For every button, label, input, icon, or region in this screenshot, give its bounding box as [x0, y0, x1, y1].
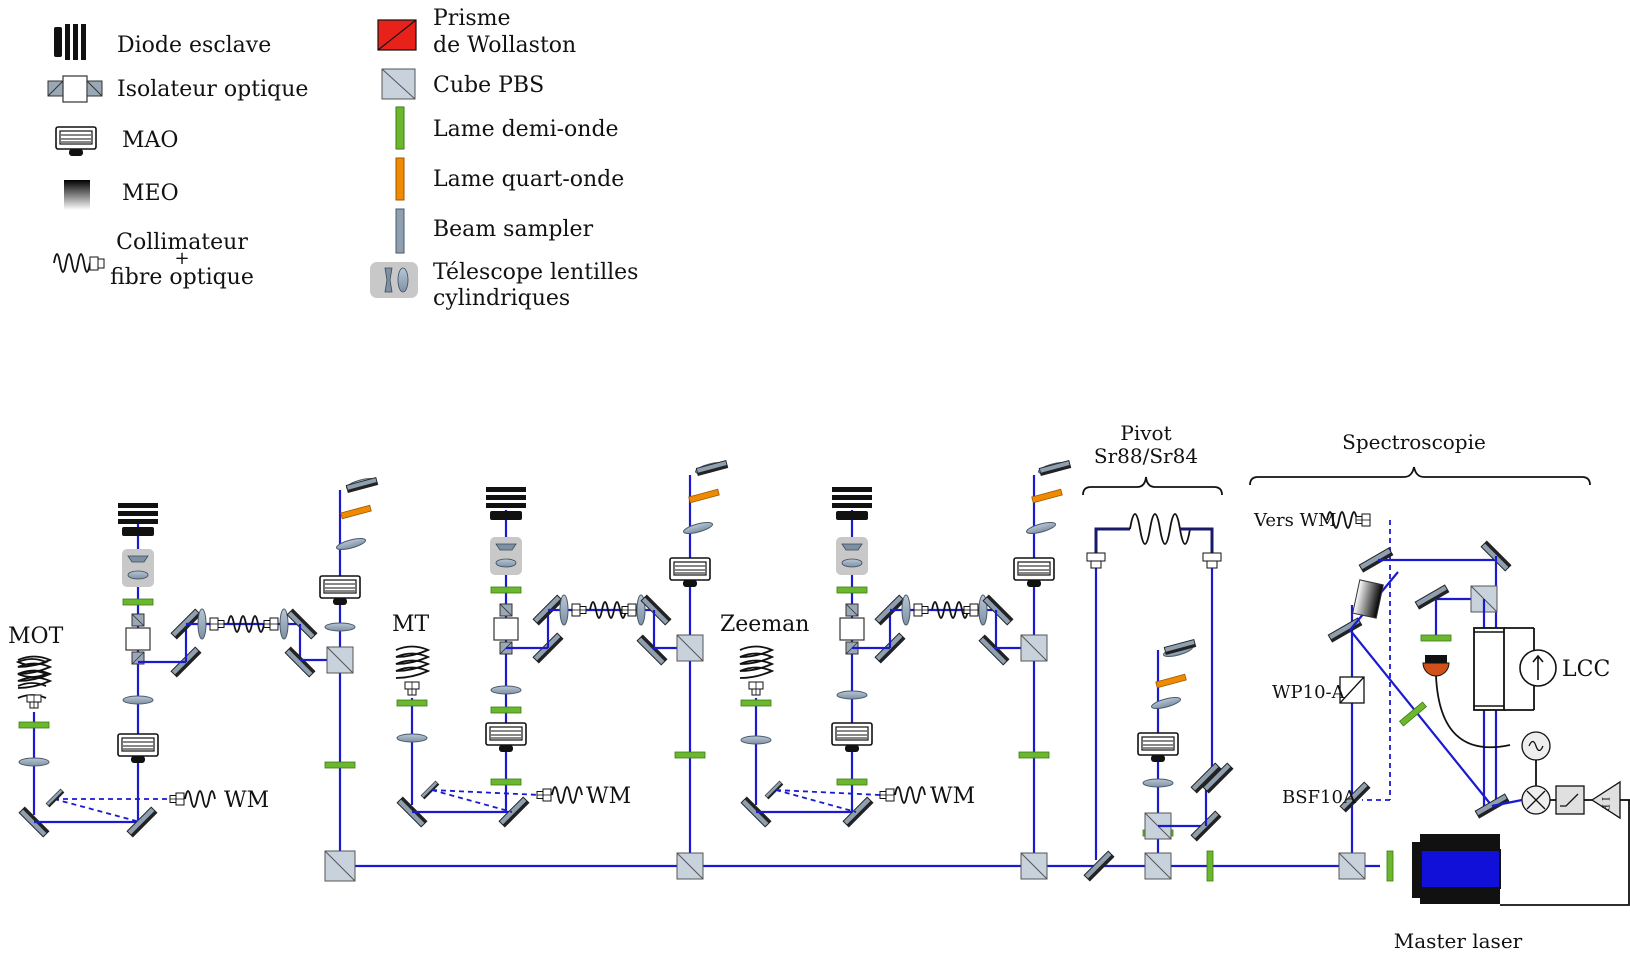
- label-zeeman: Zeeman: [720, 612, 809, 637]
- label-bsf10a: BSF10A: [1282, 787, 1357, 808]
- label-mt: MT: [392, 612, 430, 637]
- legend-label-eom: MEO: [122, 181, 179, 206]
- cylindrical-telescope-icon: [370, 262, 418, 298]
- legend-label-wollaston-2: de Wollaston: [433, 33, 576, 58]
- label-wp10a: WP10-A: [1272, 682, 1346, 703]
- wollaston-prism-icon: [377, 19, 417, 51]
- label-master-laser: Master laser: [1394, 929, 1523, 953]
- quarter-wave-plate-icon: [395, 157, 405, 201]
- legend-label-pbs: Cube PBS: [433, 73, 544, 98]
- half-wave-plate-icon: [395, 106, 405, 150]
- label-wm-zeeman: WM: [930, 784, 975, 809]
- legend-label-beam-sampler: Beam sampler: [433, 217, 594, 242]
- filter-icon: [1555, 785, 1585, 815]
- legend-label-slave-diode: Diode esclave: [117, 33, 271, 58]
- optical-isolator-icon: [47, 75, 103, 103]
- legend-label-telescope-2: cylindriques: [433, 286, 570, 311]
- mot-fiber-icon: [17, 655, 53, 689]
- legend-label-collimator-3: fibre optique: [110, 265, 254, 290]
- label-vers-wm: Vers WM: [1253, 510, 1337, 531]
- legend-label-quarter-wave: Lame quart-onde: [433, 167, 624, 192]
- label-pivot-1: Pivot: [1120, 421, 1171, 445]
- legend-label-collimator-1: Collimateur: [116, 230, 248, 255]
- legend-label-half-wave: Lame demi-onde: [433, 117, 619, 142]
- legend-label-telescope-1: Télescope lentilles: [433, 260, 638, 285]
- zeeman-branch: Zeeman WM: [720, 459, 1072, 880]
- legend-label-wollaston-1: Prisme: [433, 6, 511, 31]
- beam-sampler-icon: [395, 208, 405, 254]
- spectroscopy-brace: [1249, 466, 1591, 486]
- zeeman-fiber-icon: [739, 645, 775, 679]
- aom-icon: [55, 126, 97, 157]
- vapor-cell-icon: [1473, 627, 1505, 711]
- spectroscopy-section: Spectroscopie Vers WM BSF10A WP10-A: [1249, 430, 1630, 906]
- legend: Diode esclave Isolateur optique MAO MEO …: [47, 6, 638, 311]
- legend-label-aom: MAO: [122, 128, 178, 153]
- eom-spectro: [1352, 579, 1384, 619]
- eom-icon: [64, 180, 90, 210]
- mot-branch: MOT WM: [8, 475, 379, 882]
- slave-diode-icon: [54, 24, 86, 60]
- label-mot: MOT: [8, 624, 64, 649]
- legend-label-isolator: Isolateur optique: [117, 77, 308, 102]
- pivot-branch: Pivot Sr88/Sr84: [1082, 421, 1234, 882]
- label-lcc: LCC: [1562, 657, 1610, 682]
- legend-label-collimator-2: +: [174, 248, 189, 269]
- photodiode-icon: [1422, 662, 1450, 677]
- label-spectroscopie: Spectroscopie: [1342, 430, 1486, 454]
- label-pivot-2: Sr88/Sr84: [1094, 444, 1198, 468]
- pivot-brace: [1082, 476, 1223, 496]
- master-laser: Master laser: [1386, 834, 1523, 953]
- fiber-collimator-icon: [53, 253, 105, 273]
- pbs-cube-icon: [381, 68, 416, 100]
- svg-text:I P: I P: [1599, 797, 1610, 811]
- label-wm-mot: WM: [224, 788, 269, 813]
- mt-fiber-icon: [395, 645, 431, 679]
- mt-branch: MT WM: [392, 459, 729, 880]
- label-wm-mt: WM: [586, 784, 631, 809]
